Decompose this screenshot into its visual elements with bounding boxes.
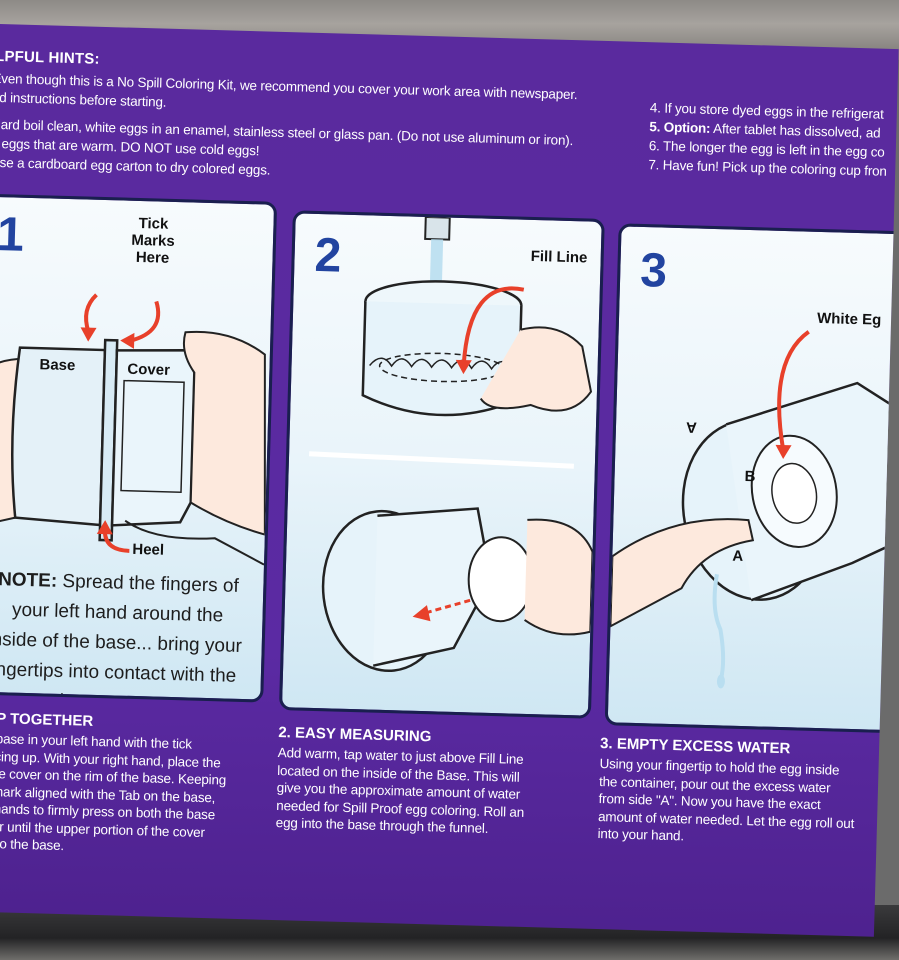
panel-step-3: 3 White Eg A B A bbox=[604, 223, 899, 734]
tick-marks-label: Tick Marks Here bbox=[131, 214, 175, 267]
side-a-label-bottom: A bbox=[732, 547, 744, 565]
step-3-illustration bbox=[609, 330, 899, 689]
step-number: 2 bbox=[313, 228, 343, 283]
cover-label: Cover bbox=[127, 360, 171, 379]
side-b-label: B bbox=[744, 467, 756, 486]
helpful-hints-title: LPFUL HINTS: bbox=[0, 47, 100, 68]
step-1-body: the base in your left hand with the tick… bbox=[0, 731, 227, 854]
step-number: 1 bbox=[0, 208, 25, 262]
panel-step-1: 1 Tick Marks Here Base Cover Heel NOTE: … bbox=[0, 193, 278, 703]
heel-label: Heel bbox=[132, 540, 165, 559]
step-3-body: Using your fingertip to hold the egg ins… bbox=[597, 756, 855, 844]
side-a-label-top: A bbox=[685, 418, 698, 436]
step-3-title: 3. EMPTY EXCESS WATER bbox=[599, 735, 791, 758]
step-1-illustration bbox=[0, 293, 266, 566]
product-box-back: LPFUL HINTS: Even though this is a No Sp… bbox=[0, 24, 899, 937]
step-1-title: NAP TOGETHER bbox=[0, 709, 94, 730]
note-text: NOTE: Spread the fingers of your left ha… bbox=[0, 569, 243, 702]
white-egg-label: White Eg bbox=[816, 309, 882, 329]
hint-line: nd instructions before starting. bbox=[0, 89, 167, 110]
step-number: 3 bbox=[639, 243, 668, 298]
panel-step-2: 2 Fill Line bbox=[278, 210, 605, 719]
step-2-body: Add warm, tap water to just above Fill L… bbox=[275, 745, 525, 836]
fill-line-label: Fill Line bbox=[530, 247, 588, 267]
step-2-title: 2. EASY MEASURING bbox=[278, 724, 432, 746]
base-label: Base bbox=[39, 356, 76, 375]
step-2-illustration bbox=[309, 215, 594, 673]
